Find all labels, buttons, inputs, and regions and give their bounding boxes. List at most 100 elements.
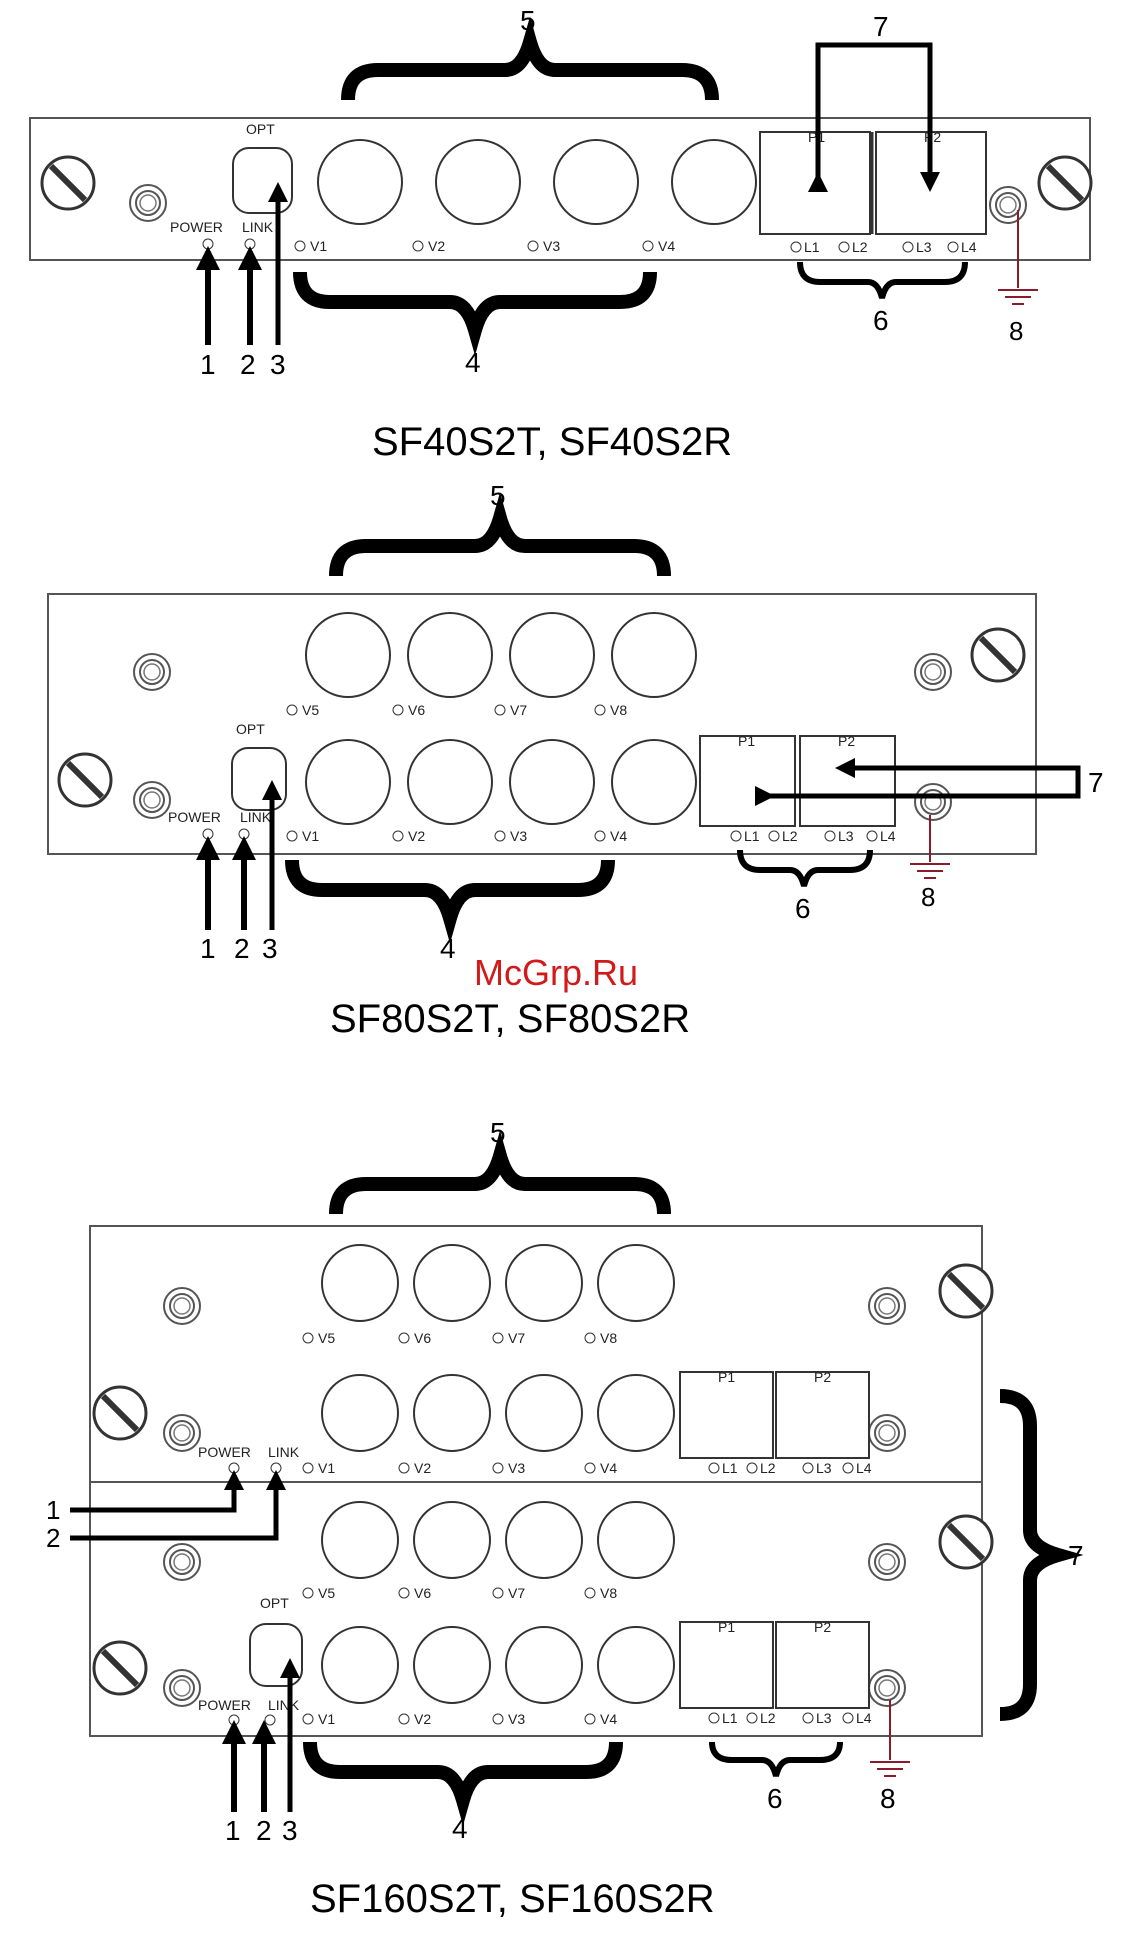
l3-label: L3 xyxy=(816,1710,832,1726)
callout-4: 4 xyxy=(452,1813,468,1844)
nut-icon xyxy=(163,1287,201,1325)
l-led xyxy=(730,830,742,842)
power-led xyxy=(202,828,214,840)
ground-icon xyxy=(997,289,1039,305)
callout-6: 6 xyxy=(795,893,811,924)
callout-2: 2 xyxy=(256,1815,272,1846)
v-led xyxy=(302,1713,314,1725)
video-connector xyxy=(305,739,391,825)
video-connector xyxy=(321,1374,399,1452)
link-label: LINK xyxy=(268,1697,300,1713)
video-connector xyxy=(435,139,521,225)
v5-label: V5 xyxy=(318,1585,335,1601)
screw-icon xyxy=(94,1387,146,1439)
nut-icon xyxy=(989,186,1027,224)
v1-label: V1 xyxy=(302,828,319,844)
l-led xyxy=(842,1462,854,1474)
l4-label: L4 xyxy=(856,1460,872,1476)
brace-6 xyxy=(737,849,873,887)
video-connector xyxy=(505,1374,583,1452)
brace-4 xyxy=(293,271,657,356)
l-led xyxy=(768,830,780,842)
v-led xyxy=(302,1332,314,1344)
v1-label: V1 xyxy=(318,1711,335,1727)
l-led xyxy=(746,1712,758,1724)
video-connector xyxy=(317,139,403,225)
nut-icon xyxy=(129,184,167,222)
v-led xyxy=(642,240,654,252)
v7-label: V7 xyxy=(510,702,527,718)
port-p2 xyxy=(775,1371,870,1459)
diagram-title: SF40S2T, SF40S2R xyxy=(372,420,732,464)
v5-label: V5 xyxy=(302,702,319,718)
brace-5 xyxy=(329,1130,671,1215)
opt-port xyxy=(232,147,293,214)
power-led xyxy=(202,238,214,250)
l4-label: L4 xyxy=(856,1710,872,1726)
l2-label: L2 xyxy=(782,828,798,844)
v3-label: V3 xyxy=(508,1711,525,1727)
v-led xyxy=(398,1332,410,1344)
v-led xyxy=(392,704,404,716)
v2-label: V2 xyxy=(428,238,445,254)
v4-label: V4 xyxy=(600,1460,617,1476)
v3-label: V3 xyxy=(508,1460,525,1476)
v2-label: V2 xyxy=(414,1711,431,1727)
v2-label: V2 xyxy=(414,1460,431,1476)
brace-4 xyxy=(303,1741,623,1826)
v-led xyxy=(302,1462,314,1474)
diagram-sf160: V5 V6 V7 V8 V1 V2 V3 V4 POWER LINK P1 P2… xyxy=(46,1117,1084,1921)
video-connector xyxy=(509,739,595,825)
diagram-title: SF160S2T, SF160S2R xyxy=(310,1877,715,1921)
port-p2 xyxy=(775,1621,870,1709)
callout-4: 4 xyxy=(440,933,456,964)
brace-5 xyxy=(341,16,719,101)
l1-label: L1 xyxy=(722,1460,738,1476)
callout-2: 2 xyxy=(234,933,250,964)
v-led xyxy=(492,1587,504,1599)
video-connector xyxy=(671,139,757,225)
diagram-sf40: OPT POWER LINK V1 V2 V3 V4 P1 P2 L1 L2 L… xyxy=(29,5,1091,464)
callout-5: 5 xyxy=(490,480,506,511)
diagram-sf80: V5 V6 V7 V8 V1 V2 V3 V4 OPT POWER LINK P… xyxy=(47,480,1104,1041)
l-led xyxy=(790,241,802,253)
p2-label: P2 xyxy=(924,129,941,145)
v8-label: V8 xyxy=(600,1330,617,1346)
l2-label: L2 xyxy=(760,1710,776,1726)
l1-label: L1 xyxy=(744,828,760,844)
v6-label: V6 xyxy=(408,702,425,718)
l-led xyxy=(838,241,850,253)
callout-1: 1 xyxy=(225,1815,241,1846)
nut-icon xyxy=(868,1543,906,1581)
nut-icon xyxy=(133,781,171,819)
callout-2: 2 xyxy=(46,1523,60,1553)
l1-label: L1 xyxy=(804,239,820,255)
brace-5 xyxy=(329,492,671,577)
brace-7 xyxy=(999,1389,1084,1721)
v1-label: V1 xyxy=(318,1460,335,1476)
l4-label: L4 xyxy=(961,239,977,255)
callout-3: 3 xyxy=(270,349,286,380)
p1-label: P1 xyxy=(738,733,755,749)
nut-icon xyxy=(868,1287,906,1325)
video-connector xyxy=(505,1244,583,1322)
callout-1: 1 xyxy=(46,1495,60,1525)
v-led xyxy=(594,830,606,842)
v-led xyxy=(398,1462,410,1474)
v-led xyxy=(286,704,298,716)
callout-3: 3 xyxy=(262,933,278,964)
link-label: LINK xyxy=(240,809,272,825)
v-led xyxy=(302,1587,314,1599)
brace-6 xyxy=(709,1741,843,1777)
callout-5: 5 xyxy=(490,1117,506,1148)
l-led xyxy=(802,1462,814,1474)
l4-label: L4 xyxy=(880,828,896,844)
callout-7: 7 xyxy=(1088,767,1104,798)
v-led xyxy=(584,1713,596,1725)
v6-label: V6 xyxy=(414,1330,431,1346)
v3-label: V3 xyxy=(510,828,527,844)
opt-label: OPT xyxy=(260,1595,289,1611)
v4-label: V4 xyxy=(658,238,675,254)
v-led xyxy=(494,704,506,716)
l-led xyxy=(746,1462,758,1474)
